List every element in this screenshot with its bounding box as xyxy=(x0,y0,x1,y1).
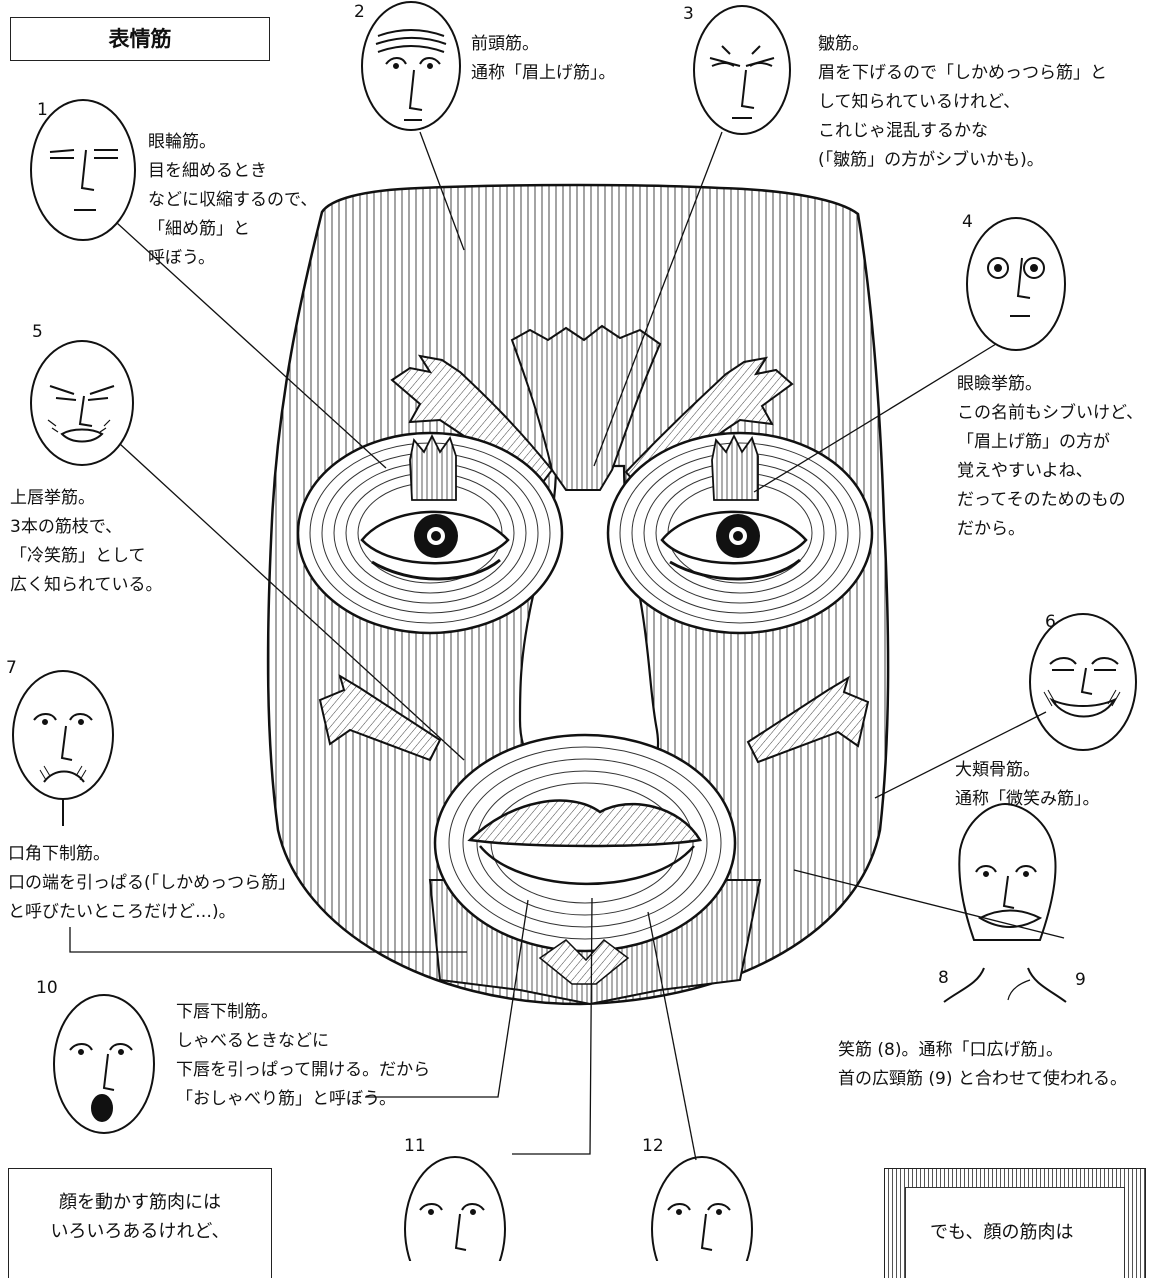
framed-note-box: でも、顔の筋肉は xyxy=(884,1168,1146,1278)
muscle-label-10-line: しゃべるときなどに xyxy=(176,1027,430,1056)
page-title: 表情筋 xyxy=(10,17,270,61)
label-number-9: 9 xyxy=(1075,970,1086,990)
muscle-label-4-line: この名前もシブいけど、 xyxy=(957,399,1143,428)
muscle-label-8-9-line: 首の広頸筋 (9) と合わせて使われる。 xyxy=(838,1065,1127,1094)
muscle-label-4-line: 「眉上げ筋」の方が xyxy=(957,428,1143,457)
muscle-label-6: 大頬骨筋。 通称「微笑み筋」。 xyxy=(955,756,1100,814)
face-10 xyxy=(54,995,154,1133)
muscle-label-4-line: だから。 xyxy=(957,515,1143,544)
left-eye-ring xyxy=(298,433,562,633)
muscle-label-7-line: 口角下制筋。 xyxy=(8,840,295,869)
muscle-label-5-line: 広く知られている。 xyxy=(10,571,163,600)
muscle-label-5-line: 「冷笑筋」として xyxy=(10,542,163,571)
framed-note-inner: でも、顔の筋肉は xyxy=(905,1187,1125,1278)
muscle-label-3-line: これじゃ混乱するかな xyxy=(818,117,1107,146)
muscle-label-1-line: 「細め筋」と xyxy=(148,215,317,244)
label-number-5: 5 xyxy=(32,322,43,342)
face-1 xyxy=(31,100,135,240)
muscle-label-2: 前頭筋。 通称「眉上げ筋」。 xyxy=(471,30,616,88)
face-4 xyxy=(967,218,1065,350)
label-number-4: 4 xyxy=(962,212,973,232)
face-3 xyxy=(694,6,790,134)
muscle-label-3-line: して知られているけれど、 xyxy=(818,88,1107,117)
muscle-label-2-line: 前頭筋。 xyxy=(471,30,616,59)
muscle-label-7: 口角下制筋。 口の端を引っぱる(「しかめっつら筋」 と呼びたいところだけど…)。 xyxy=(8,840,295,927)
muscle-label-3-line: 眉を下げるので「しかめっつら筋」と xyxy=(818,59,1107,88)
muscle-label-1-line: 呼ぼう。 xyxy=(148,244,317,273)
muscle-label-10: 下唇下制筋。 しゃべるときなどに 下唇を引っぱって開ける。だから 「おしゃべり筋… xyxy=(176,998,430,1114)
face-8 xyxy=(944,804,1066,1002)
muscle-label-1-line: 目を細めるとき xyxy=(148,157,317,186)
label-number-2: 2 xyxy=(354,2,365,22)
face-5 xyxy=(31,341,133,465)
muscle-label-8-9: 笑筋 (8)。通称「口広げ筋」。 首の広頸筋 (9) と合わせて使われる。 xyxy=(838,1036,1127,1094)
muscle-label-4-line: 覚えやすいよね、 xyxy=(957,457,1143,486)
muscle-label-4-line: 眼瞼挙筋。 xyxy=(957,370,1143,399)
framed-note-line: でも、顔の筋肉は xyxy=(930,1222,1073,1243)
right-eye-ring xyxy=(608,433,872,633)
face-7 xyxy=(13,671,113,826)
face-12 xyxy=(652,1157,752,1261)
intro-note-line: いろいろあるけれど、 xyxy=(9,1217,271,1246)
label-number-11: 11 xyxy=(404,1136,426,1156)
muscle-label-1-line: などに収縮するので、 xyxy=(148,186,317,215)
muscle-label-8-9-line: 笑筋 (8)。通称「口広げ筋」。 xyxy=(838,1036,1127,1065)
muscle-label-10-line: 下唇を引っぱって開ける。だから xyxy=(176,1056,430,1085)
muscle-label-4: 眼瞼挙筋。 この名前もシブいけど、 「眉上げ筋」の方が 覚えやすいよね、 だって… xyxy=(957,370,1143,544)
intro-note-line: 顔を動かす筋肉には xyxy=(9,1188,271,1217)
label-number-6: 6 xyxy=(1045,612,1056,632)
muscle-label-2-line: 通称「眉上げ筋」。 xyxy=(471,59,616,88)
label-number-8: 8 xyxy=(938,968,949,988)
label-number-1: 1 xyxy=(37,100,48,120)
muscle-label-4-line: だってそのためのもの xyxy=(957,486,1143,515)
muscle-label-6-line: 大頬骨筋。 xyxy=(955,756,1100,785)
label-number-12: 12 xyxy=(642,1136,664,1156)
label-number-3: 3 xyxy=(683,4,694,24)
face-11 xyxy=(405,1157,505,1261)
muscle-label-3-line: 皺筋。 xyxy=(818,30,1107,59)
muscle-label-5-line: 上唇挙筋。 xyxy=(10,484,163,513)
face-2 xyxy=(362,2,460,130)
label-number-10: 10 xyxy=(36,978,58,998)
muscle-label-5: 上唇挙筋。 3本の筋枝で、 「冷笑筋」として 広く知られている。 xyxy=(10,484,163,600)
muscle-label-1: 眼輪筋。 目を細めるとき などに収縮するので、 「細め筋」と 呼ぼう。 xyxy=(148,128,317,273)
muscle-label-6-line: 通称「微笑み筋」。 xyxy=(955,785,1100,814)
intro-note-box: 顔を動かす筋肉には いろいろあるけれど、 xyxy=(8,1168,272,1278)
muscle-label-5-line: 3本の筋枝で、 xyxy=(10,513,163,542)
muscle-label-7-line: と呼びたいところだけど…)。 xyxy=(8,898,295,927)
muscle-label-3-line: (「皺筋」の方がシブいかも)。 xyxy=(818,146,1107,175)
label-number-7: 7 xyxy=(6,658,17,678)
muscle-label-3: 皺筋。 眉を下げるので「しかめっつら筋」と して知られているけれど、 これじゃ混… xyxy=(818,30,1107,175)
muscle-label-1-line: 眼輪筋。 xyxy=(148,128,317,157)
muscle-label-10-line: 「おしゃべり筋」と呼ぼう。 xyxy=(176,1085,430,1114)
face-6 xyxy=(1030,614,1136,750)
muscle-label-10-line: 下唇下制筋。 xyxy=(176,998,430,1027)
muscle-label-7-line: 口の端を引っぱる(「しかめっつら筋」 xyxy=(8,869,295,898)
